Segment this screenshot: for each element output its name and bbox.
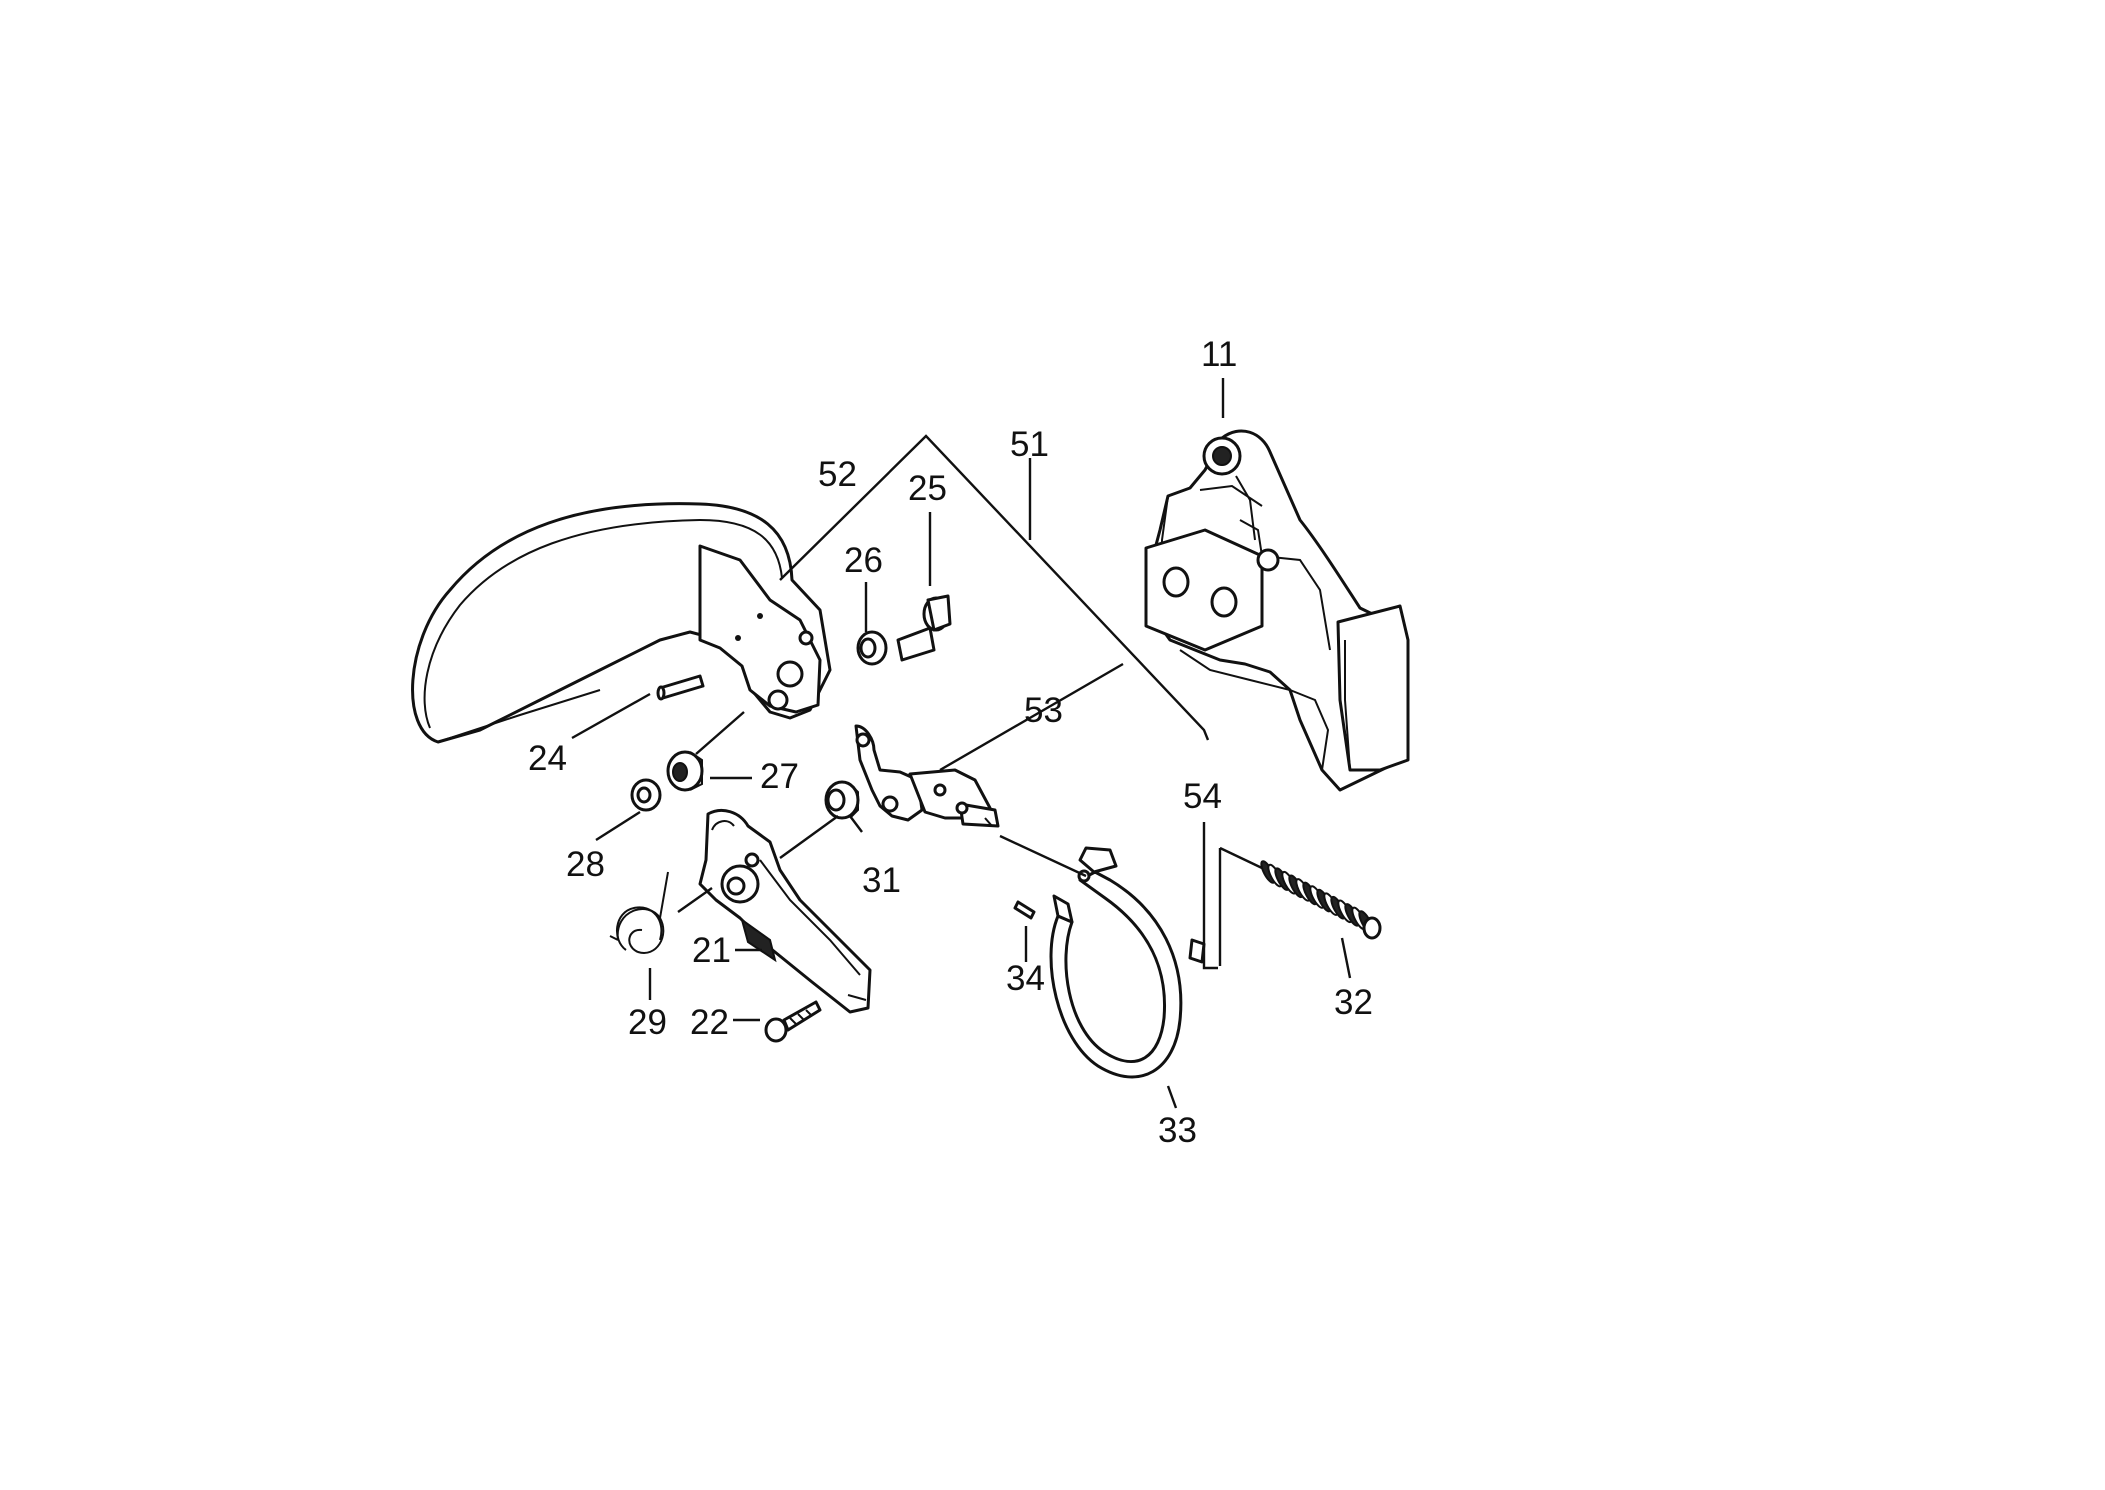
callout-24: 24 [528,739,567,778]
part-32-spring [1260,860,1382,940]
callout-27: 27 [760,757,799,796]
callout-26: 26 [844,541,883,580]
part-25-bolt [896,594,952,662]
part-11-sprocket-cover [1144,429,1410,792]
callout-labels: 11 51 52 25 26 53 24 27 54 28 31 21 34 3… [528,335,1373,1150]
part-52-hand-guard [411,502,832,744]
part-53-brake-lever [854,724,1000,828]
leader-lines [571,378,1352,1109]
part-28-nut [630,778,662,812]
callout-54: 54 [1183,777,1222,816]
callout-28: 28 [566,845,605,884]
callout-32: 32 [1334,983,1373,1022]
callout-22: 22 [690,1003,729,1042]
part-31-collar [824,780,860,820]
callout-53: 53 [1024,691,1063,730]
callout-33: 33 [1158,1111,1197,1150]
callout-25: 25 [908,469,947,508]
callout-51: 51 [1010,425,1049,464]
callout-21: 21 [692,931,731,970]
part-34-pin [1013,900,1036,920]
part-24-pin [656,674,705,701]
part-29-spring [609,871,669,954]
callout-52: 52 [818,455,857,494]
part-21-brake-lever [698,809,872,1014]
part-26-collar [856,630,888,666]
part-22-screw [764,1000,822,1043]
callout-34: 34 [1006,959,1045,998]
callout-11: 11 [1201,335,1237,374]
part-33-brake-band [1049,846,1183,1079]
part-27-bushing [666,750,704,792]
callout-29: 29 [628,1003,667,1042]
part-54-block [1188,938,1206,964]
callout-31: 31 [862,861,901,900]
